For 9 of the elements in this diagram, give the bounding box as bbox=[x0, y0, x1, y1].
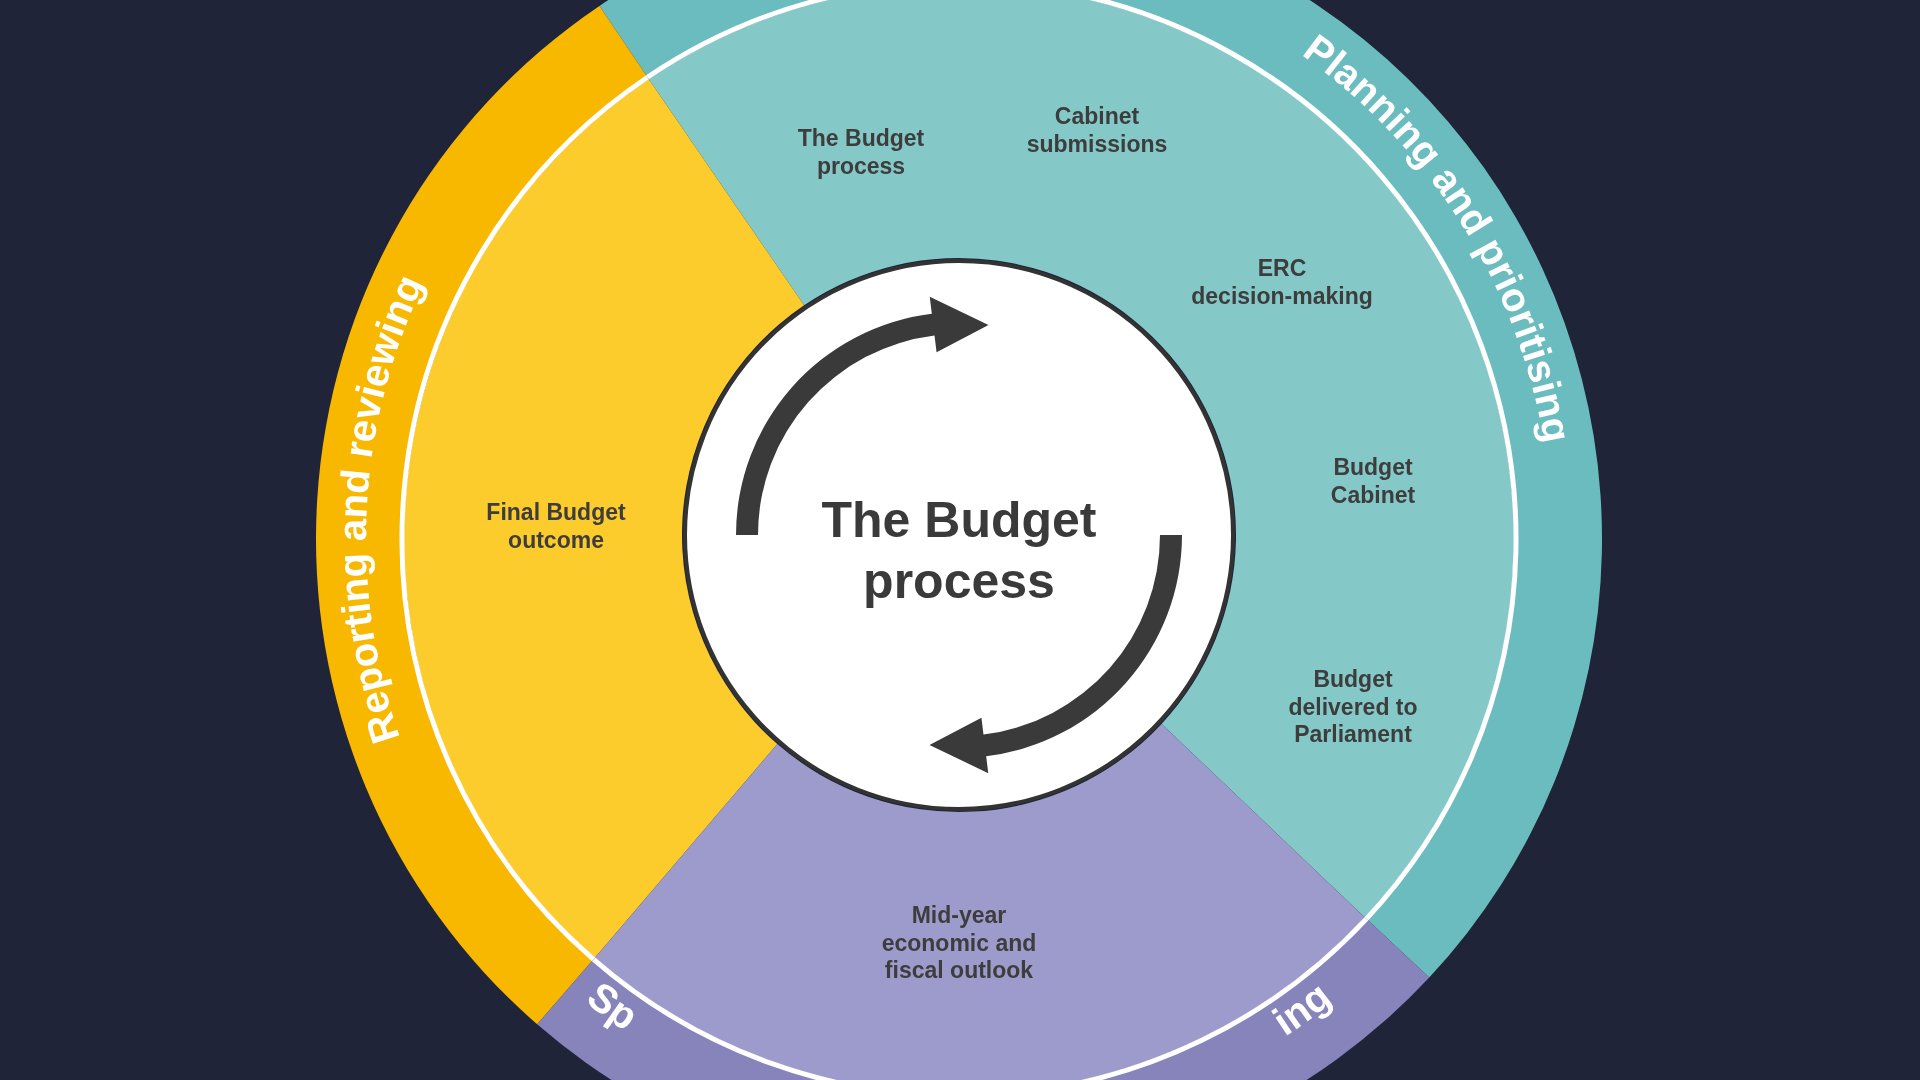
center-title: The Budget process bbox=[820, 491, 1098, 612]
ring-label: ing bbox=[1265, 973, 1339, 1044]
sector-label: Budget delivered to Parliament bbox=[1287, 665, 1419, 749]
sector-label: Cabinet submissions bbox=[1025, 103, 1169, 159]
sector-label: Budget Cabinet bbox=[1329, 454, 1417, 510]
sector-label: Mid-year economic and fiscal outlook bbox=[880, 901, 1038, 985]
ring-label: Sp bbox=[579, 973, 647, 1039]
sector-label: Final Budget outcome bbox=[485, 499, 627, 555]
sector-label: The Budget process bbox=[796, 125, 926, 181]
